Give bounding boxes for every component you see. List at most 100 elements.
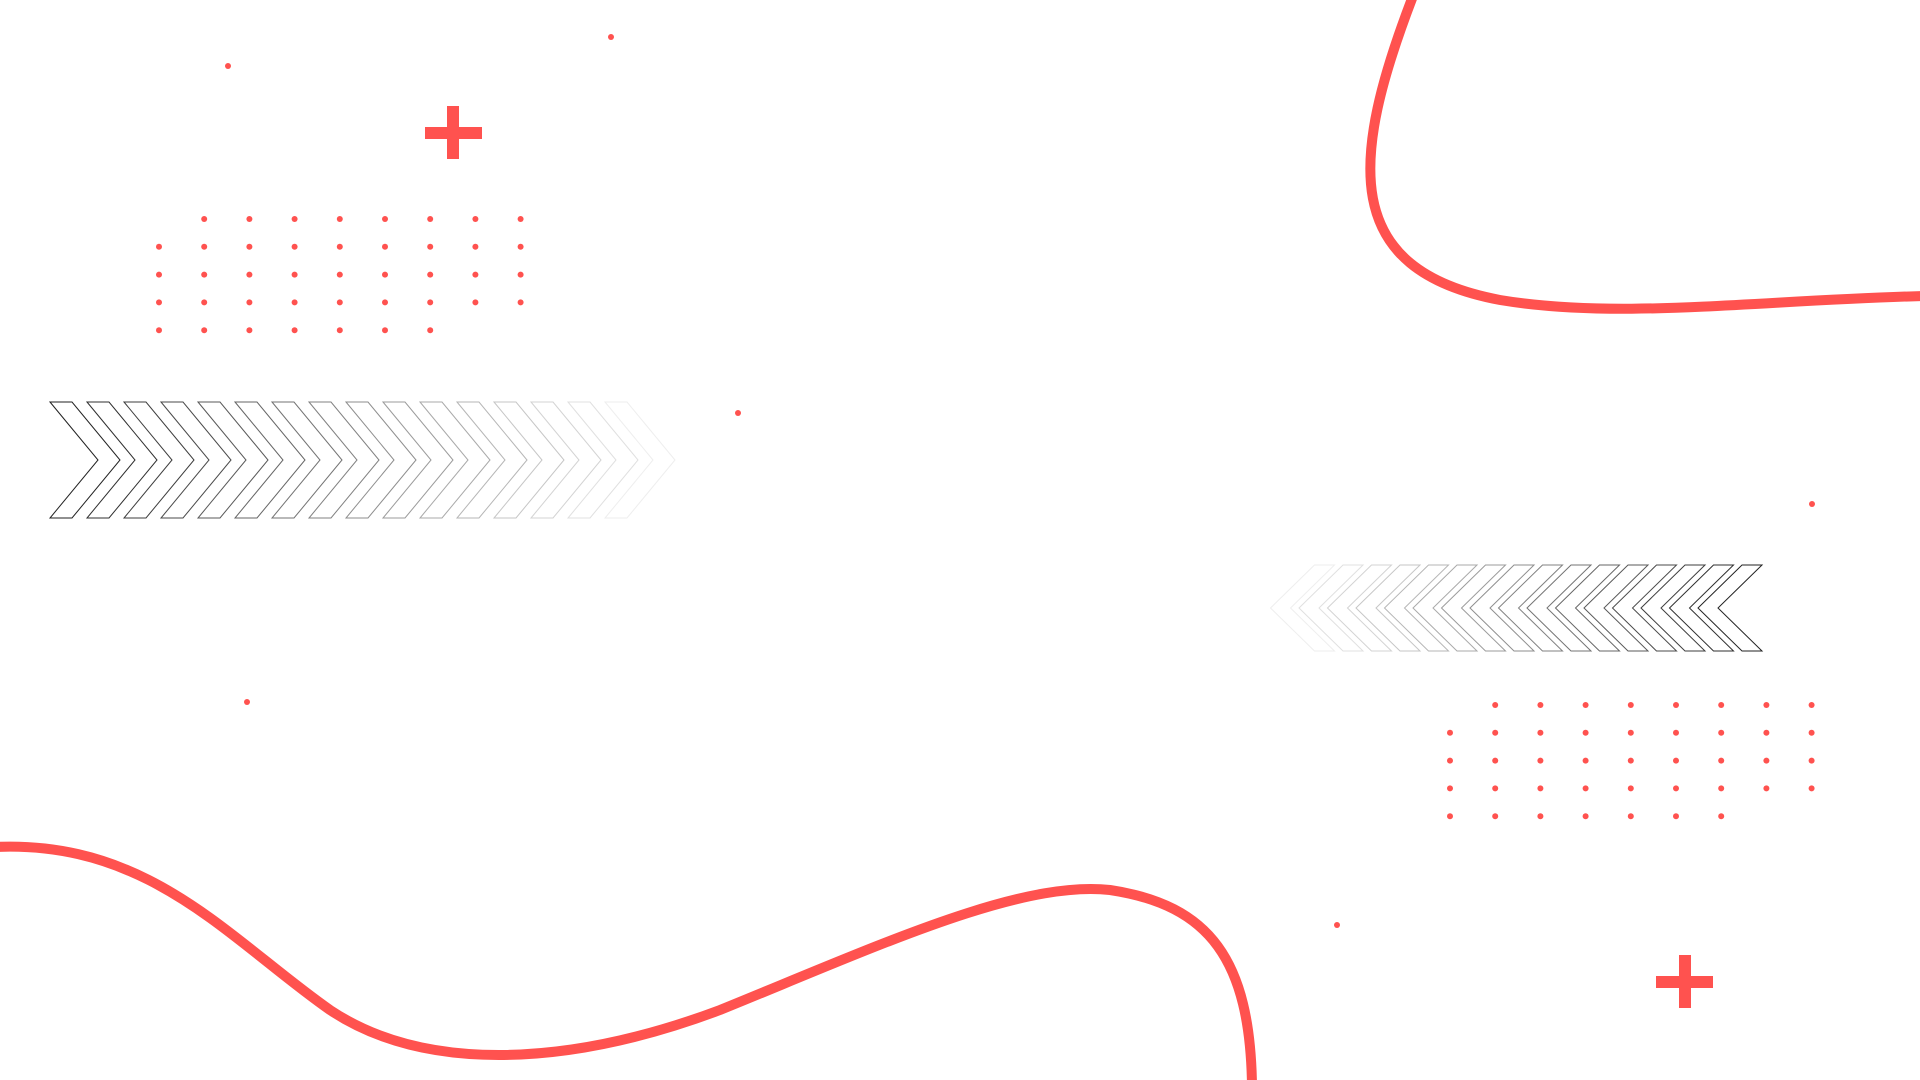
dot: [291, 216, 298, 222]
dot: [472, 271, 479, 278]
chevron: [1554, 564, 1621, 652]
chevron: [566, 401, 639, 519]
dot: [1627, 813, 1634, 820]
chevron: [1611, 564, 1678, 652]
chevron: [1526, 564, 1593, 652]
chevron: [603, 401, 676, 519]
dot: [156, 271, 162, 278]
chevron: [85, 401, 158, 519]
dot: [201, 271, 208, 278]
dot: [1492, 813, 1499, 820]
dot: [156, 299, 162, 306]
dot: [427, 271, 434, 278]
dot: [1582, 702, 1589, 708]
dot: [336, 271, 343, 278]
chevron: [122, 401, 195, 519]
dot: [1718, 702, 1725, 708]
dot: [1808, 757, 1815, 764]
bottom-left-wave: [0, 841, 1257, 1080]
chevron: [1469, 564, 1536, 652]
chevron: [418, 401, 491, 519]
dot: [1492, 757, 1499, 764]
dot: [1627, 729, 1634, 736]
chevron: [381, 401, 454, 519]
dot: [246, 299, 253, 306]
dot: [336, 327, 343, 334]
dot: [1718, 757, 1725, 764]
dot: [1334, 922, 1340, 928]
dot: [1627, 757, 1634, 764]
dot: [225, 63, 231, 69]
dot: [1537, 785, 1544, 792]
chevron: [1269, 564, 1336, 652]
chevron-band-left: [48, 401, 676, 519]
chevron: [1355, 564, 1422, 652]
dot: [608, 34, 614, 40]
chevron: [1640, 564, 1707, 652]
dot: [1492, 729, 1499, 736]
chevron: [1497, 564, 1564, 652]
chevron: [1440, 564, 1507, 652]
dot: [336, 243, 343, 250]
plus-sign-bottom-right: [1656, 955, 1713, 1008]
chevron: [1298, 564, 1365, 652]
dot: [1809, 501, 1815, 507]
dot: [1808, 702, 1815, 708]
dot: [1447, 757, 1453, 764]
dot: [1763, 702, 1770, 708]
dot: [246, 327, 253, 334]
dot: [1582, 757, 1589, 764]
dot: [201, 299, 208, 306]
dot: [382, 299, 388, 306]
dot: [201, 243, 208, 250]
dot: [1673, 729, 1679, 736]
dot: [1447, 813, 1453, 820]
dot: [1718, 785, 1725, 792]
dot: [1537, 729, 1544, 736]
chevron-band-right: [1269, 564, 1764, 652]
dot: [517, 299, 524, 306]
dot: [472, 243, 479, 250]
dot: [517, 216, 524, 222]
scattered-dots: [225, 34, 1815, 928]
dot: [472, 299, 479, 306]
chevron: [1326, 564, 1393, 652]
dot: [1492, 785, 1499, 792]
dot: [1673, 702, 1679, 708]
dot: [1808, 729, 1815, 736]
dot: [382, 271, 388, 278]
chevron: [1412, 564, 1479, 652]
dot: [1718, 813, 1725, 820]
chevron: [1697, 564, 1764, 652]
dot-grid-top-left: [156, 216, 524, 334]
plus-sign-top: [425, 106, 482, 159]
dot: [517, 271, 524, 278]
dot: [382, 243, 388, 250]
dot: [1673, 785, 1679, 792]
chevron: [1383, 564, 1450, 652]
dot: [246, 271, 253, 278]
dot: [382, 327, 388, 334]
dot: [1582, 729, 1589, 736]
dot: [1627, 702, 1634, 708]
chevron: [48, 401, 121, 519]
dot: [382, 216, 388, 222]
dot: [244, 699, 250, 705]
chevron: [159, 401, 232, 519]
dot: [291, 327, 298, 334]
dot: [1763, 785, 1770, 792]
dot: [427, 243, 434, 250]
dot: [1763, 757, 1770, 764]
dot: [1582, 785, 1589, 792]
dot: [291, 243, 298, 250]
dot: [427, 216, 434, 222]
chevron: [270, 401, 343, 519]
chevron: [1668, 564, 1735, 652]
dot: [735, 410, 741, 416]
dot-grid-bottom-right: [1447, 702, 1815, 820]
chevron: [307, 401, 380, 519]
chevron: [344, 401, 417, 519]
dot: [201, 327, 208, 334]
